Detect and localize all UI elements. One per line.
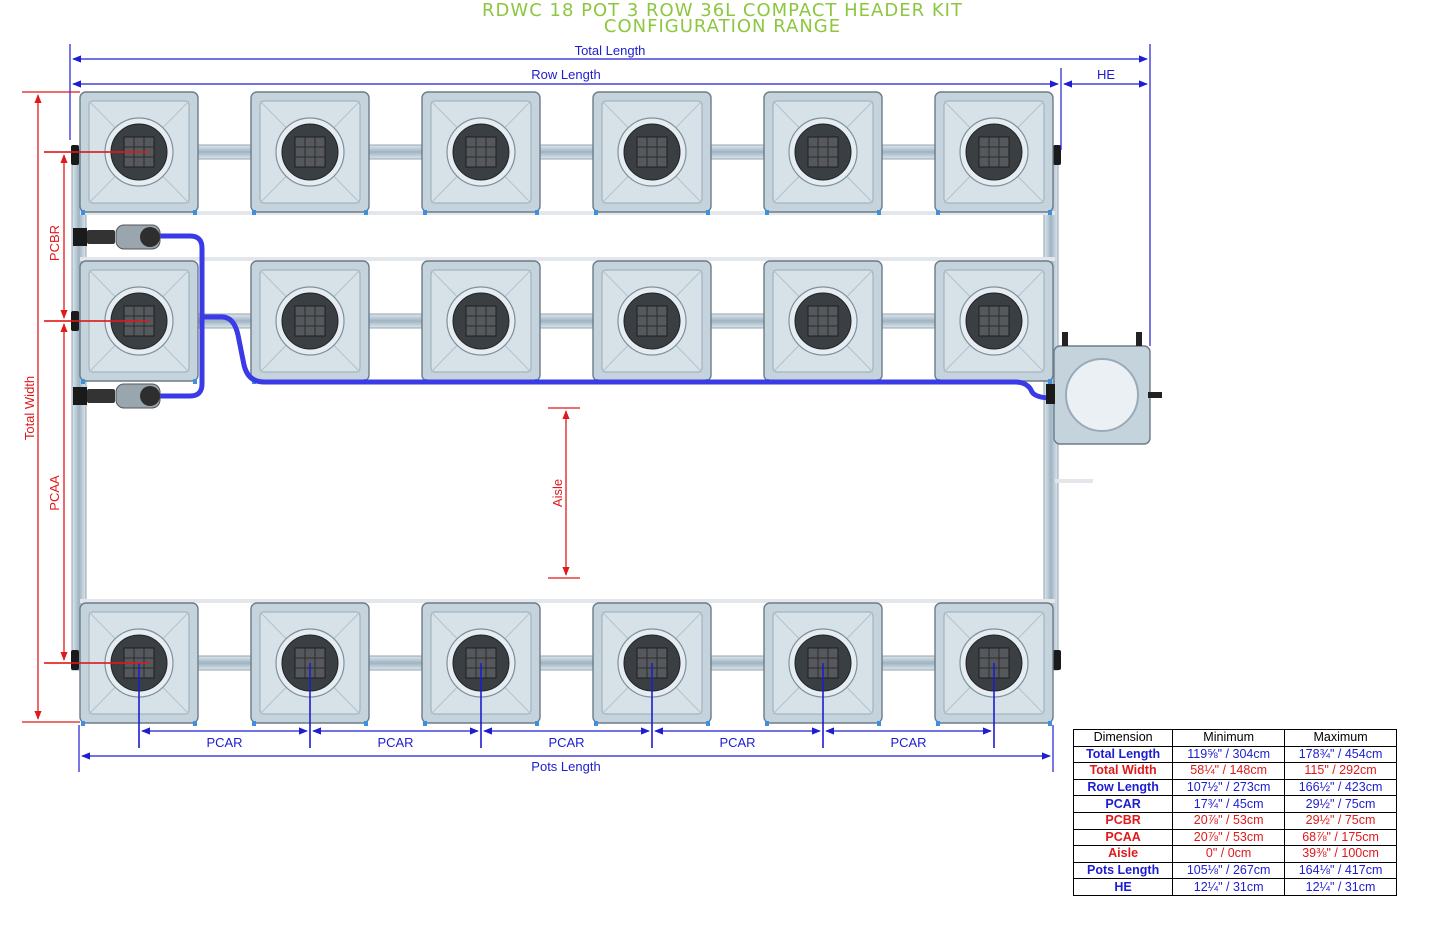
dimension-name-cell: HE xyxy=(1072,878,1174,896)
table-header-dimension: Dimension xyxy=(1072,729,1174,747)
table-header-minimum: Minimum xyxy=(1172,729,1286,747)
rail xyxy=(80,257,1055,261)
table-header-maximum: Maximum xyxy=(1284,729,1397,747)
pot xyxy=(250,260,370,384)
dimension-name-cell: Aisle xyxy=(1072,845,1174,863)
minimum-cell: 0" / 0cm xyxy=(1172,845,1286,863)
dimension-name-cell: Pots Length xyxy=(1072,861,1174,880)
maximum-cell: 29½" / 75cm xyxy=(1284,795,1397,813)
pot xyxy=(763,91,883,215)
minimum-cell: 105⅛" / 267cm xyxy=(1172,861,1286,880)
pcar-label: PCAR xyxy=(719,735,755,750)
maximum-cell: 12¼" / 31cm xyxy=(1284,878,1397,896)
dimension-name-cell: Total Width xyxy=(1072,762,1174,780)
dimension-name-cell: Row Length xyxy=(1072,778,1174,797)
maximum-cell: 164⅛" / 417cm xyxy=(1284,861,1397,880)
diagram-title-line2: CONFIGURATION RANGE xyxy=(603,16,842,37)
pump-upper xyxy=(73,224,161,250)
pots-length-label: Pots Length xyxy=(531,759,600,774)
pump-lower xyxy=(73,383,161,409)
minimum-cell: 12¼" / 31cm xyxy=(1172,878,1286,896)
rail xyxy=(80,599,1055,603)
maximum-cell: 39⅜" / 100cm xyxy=(1284,845,1397,863)
pcbr-label: PCBR xyxy=(47,225,62,261)
dimension-name-cell: PCAR xyxy=(1072,795,1174,813)
diagram-title-line1: RDWC 18 POT 3 ROW 36L COMPACT HEADER KIT xyxy=(482,0,963,21)
pot xyxy=(934,91,1054,215)
minimum-cell: 107½" / 273cm xyxy=(1172,778,1286,797)
pot xyxy=(79,260,199,384)
rail xyxy=(80,211,1055,215)
aisle-label: Aisle xyxy=(550,479,565,507)
pot xyxy=(934,260,1054,384)
total-width-label: Total Width xyxy=(22,376,37,440)
pot xyxy=(592,260,712,384)
pot xyxy=(79,91,199,215)
row-1-pipe xyxy=(84,144,1051,160)
minimum-cell: 119⅝" / 304cm xyxy=(1172,745,1286,764)
minimum-cell: 20⅞" / 53cm xyxy=(1172,828,1286,847)
dimension-name-cell: PCBR xyxy=(1072,811,1174,830)
dimension-name-cell: PCAA xyxy=(1072,828,1174,847)
minimum-cell: 20⅞" / 53cm xyxy=(1172,811,1286,830)
total-length-label: Total Length xyxy=(575,43,646,58)
pcar-label: PCAR xyxy=(206,735,242,750)
he-label: HE xyxy=(1097,67,1115,82)
pcar-label: PCAR xyxy=(548,735,584,750)
pot xyxy=(250,91,370,215)
minimum-cell: 58¼" / 148cm xyxy=(1172,762,1286,780)
row-length-label: Row Length xyxy=(531,67,600,82)
maximum-cell: 166½" / 423cm xyxy=(1284,778,1397,797)
pot xyxy=(592,91,712,215)
minimum-cell: 17¾" / 45cm xyxy=(1172,795,1286,813)
dimension-name-cell: Total Length xyxy=(1072,745,1174,764)
pot xyxy=(421,260,541,384)
row-3-pipe xyxy=(84,655,1051,671)
pcar-label: PCAR xyxy=(890,735,926,750)
pcaa-label: PCAA xyxy=(47,475,62,511)
maximum-cell: 178¾" / 454cm xyxy=(1284,745,1397,764)
maximum-cell: 115" / 292cm xyxy=(1284,762,1397,780)
pcar-label: PCAR xyxy=(377,735,413,750)
header-tank xyxy=(1046,332,1162,445)
maximum-cell: 29½" / 75cm xyxy=(1284,811,1397,830)
pot xyxy=(421,91,541,215)
pot xyxy=(763,260,883,384)
pots-group xyxy=(79,91,1054,726)
maximum-cell: 68⅞" / 175cm xyxy=(1284,828,1397,847)
feed-hose xyxy=(202,314,1053,401)
pcar-dimensions: PCAR PCAR PCAR PCAR PCAR xyxy=(138,663,995,750)
rail xyxy=(1055,479,1093,483)
